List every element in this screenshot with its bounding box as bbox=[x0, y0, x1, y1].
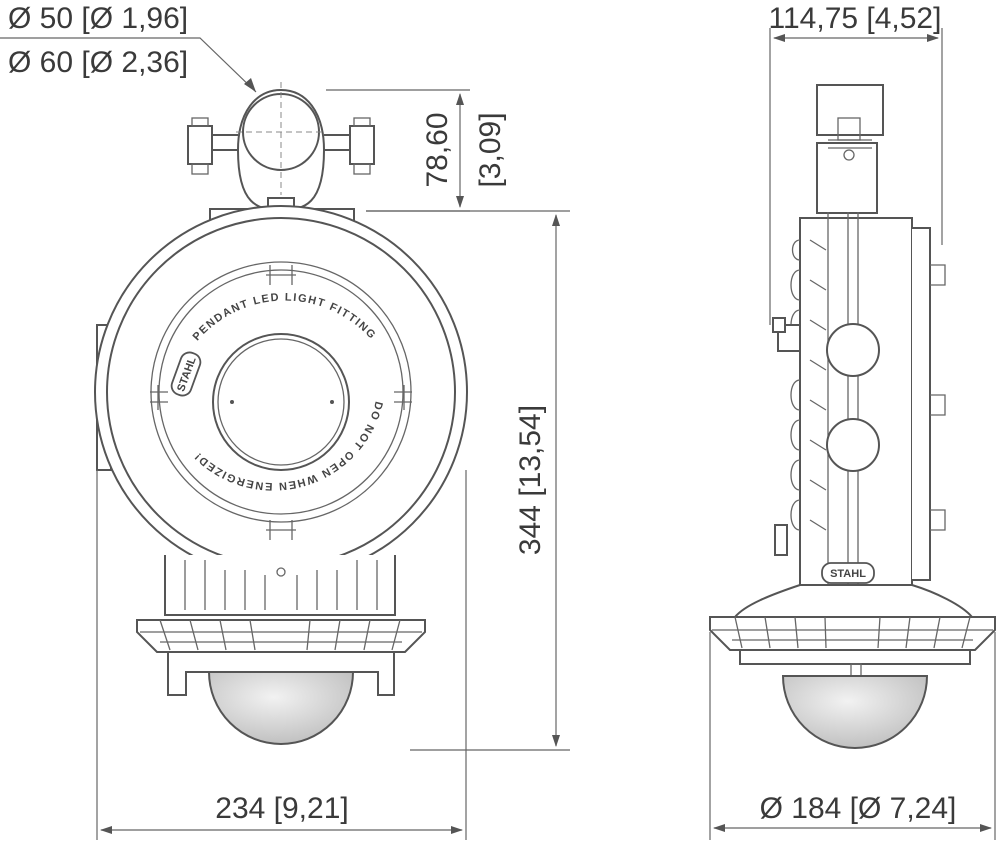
dim-pipe-dia-small: Ø 50 [Ø 1,96] bbox=[8, 2, 188, 35]
cable-gland-bottom bbox=[826, 418, 880, 472]
front-view: PENDANT LED LIGHT FITTING DO NOT OPEN WH… bbox=[94, 82, 468, 745]
center-window bbox=[212, 333, 350, 471]
side-view: STAHL bbox=[709, 84, 996, 749]
dim-side-depth: 114,75 [4,52] bbox=[769, 2, 942, 35]
svg-text:STAHL: STAHL bbox=[830, 568, 866, 580]
pipe-clamp bbox=[187, 82, 375, 212]
dim-overall-width: 234 [9,21] bbox=[215, 792, 348, 825]
dim-clamp-height-in: [3,09] bbox=[474, 112, 507, 187]
cooling-fins-front bbox=[184, 560, 378, 610]
dim-overall-height: 344 [13,54] bbox=[514, 405, 547, 555]
dim-reflector-dia: Ø 184 [Ø 7,24] bbox=[760, 792, 957, 825]
dim-clamp-height-mm: 78,60 bbox=[421, 112, 454, 187]
stahl-logo-front: STAHL bbox=[170, 351, 202, 397]
stahl-logo-side: STAHL bbox=[821, 562, 875, 584]
front-dimensions: Ø 50 [Ø 1,96] Ø 60 [Ø 2,36] 78,60 [3,09]… bbox=[0, 2, 570, 840]
globe-side bbox=[781, 675, 929, 749]
globe-front bbox=[207, 671, 355, 745]
dim-pipe-dia-large: Ø 60 [Ø 2,36] bbox=[8, 46, 188, 79]
cable-gland-top bbox=[826, 323, 880, 377]
side-dimensions: 114,75 [4,52] Ø 184 [Ø 7,24] bbox=[709, 2, 996, 840]
